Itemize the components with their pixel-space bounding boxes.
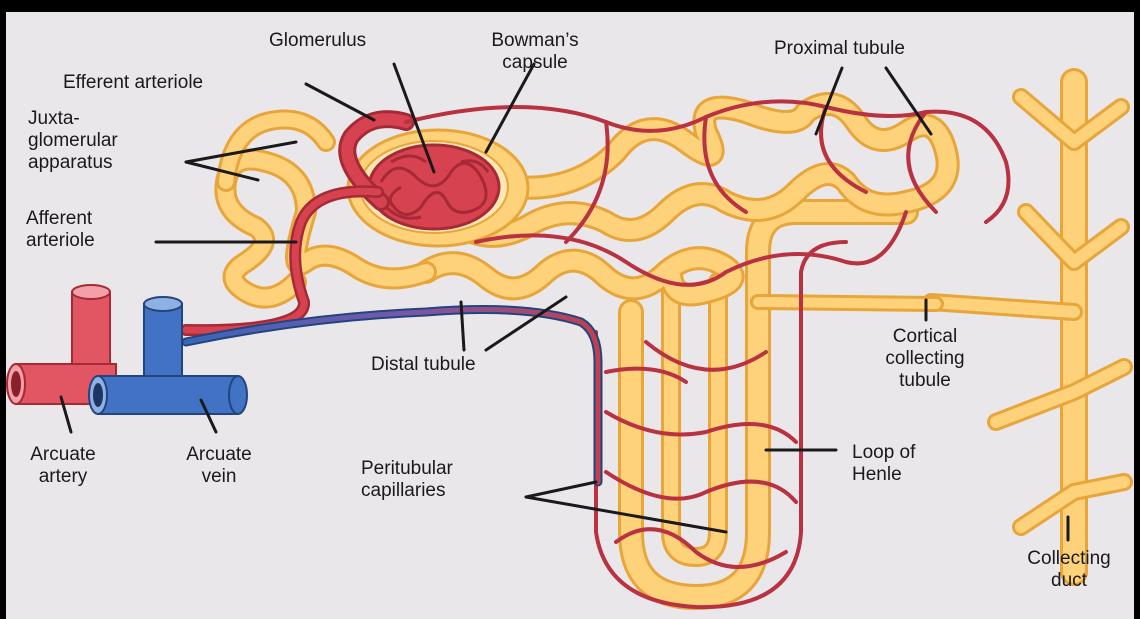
glomerulus (369, 145, 499, 229)
label-peritubular-line-1: Peritubular (361, 458, 453, 480)
label-proximal-tubule: Proximal tubule (774, 38, 905, 60)
label-juxta-line-2: glomerular (28, 130, 118, 152)
label-arcuate-artery-line-2: artery (20, 466, 106, 488)
label-distal-tubule: Distal tubule (371, 354, 476, 376)
label-cortical-collecting-tubule: Cortical collecting tubule (866, 326, 984, 392)
label-bowmans-line-2: capsule (487, 52, 583, 74)
label-collecting-duct: Collecting duct (1016, 548, 1122, 592)
label-glomerulus: Glomerulus (269, 30, 366, 52)
arcuate-vein (89, 297, 247, 414)
label-bowmans-capsule: Bowman’s capsule (487, 30, 583, 74)
nephron-diagram: Glomerulus Bowman’s capsule Proximal tub… (6, 12, 1134, 619)
label-collecting-line-2: duct (1016, 570, 1122, 592)
label-arcuate-artery-line-1: Arcuate (20, 444, 106, 466)
label-afferent-line-2: arteriole (26, 230, 95, 252)
label-afferent-arteriole: Afferent arteriole (26, 208, 95, 252)
label-bowmans-line-1: Bowman’s (487, 30, 583, 52)
label-arcuate-vein-line-2: vein (176, 466, 262, 488)
label-cortical-line-2: collecting (866, 348, 984, 370)
label-cortical-line-3: tubule (866, 370, 984, 392)
label-peritubular-line-2: capillaries (361, 480, 453, 502)
label-arcuate-vein-line-1: Arcuate (176, 444, 262, 466)
label-juxta-line-3: apparatus (28, 152, 118, 174)
label-loop-line-2: Henle (852, 464, 915, 486)
label-juxta-line-1: Juxta- (28, 108, 118, 130)
label-cortical-line-1: Cortical (866, 326, 984, 348)
label-afferent-line-1: Afferent (26, 208, 95, 230)
label-arcuate-artery: Arcuate artery (20, 444, 106, 488)
label-juxtaglomerular-apparatus: Juxta- glomerular apparatus (28, 108, 118, 174)
label-loop-line-1: Loop of (852, 442, 915, 464)
label-collecting-line-1: Collecting (1016, 548, 1122, 570)
label-peritubular-capillaries: Peritubular capillaries (361, 458, 453, 502)
label-loop-of-henle: Loop of Henle (852, 442, 915, 486)
label-arcuate-vein: Arcuate vein (176, 444, 262, 488)
label-efferent-arteriole: Efferent arteriole (63, 72, 203, 94)
nephron-illustration (6, 12, 1134, 619)
